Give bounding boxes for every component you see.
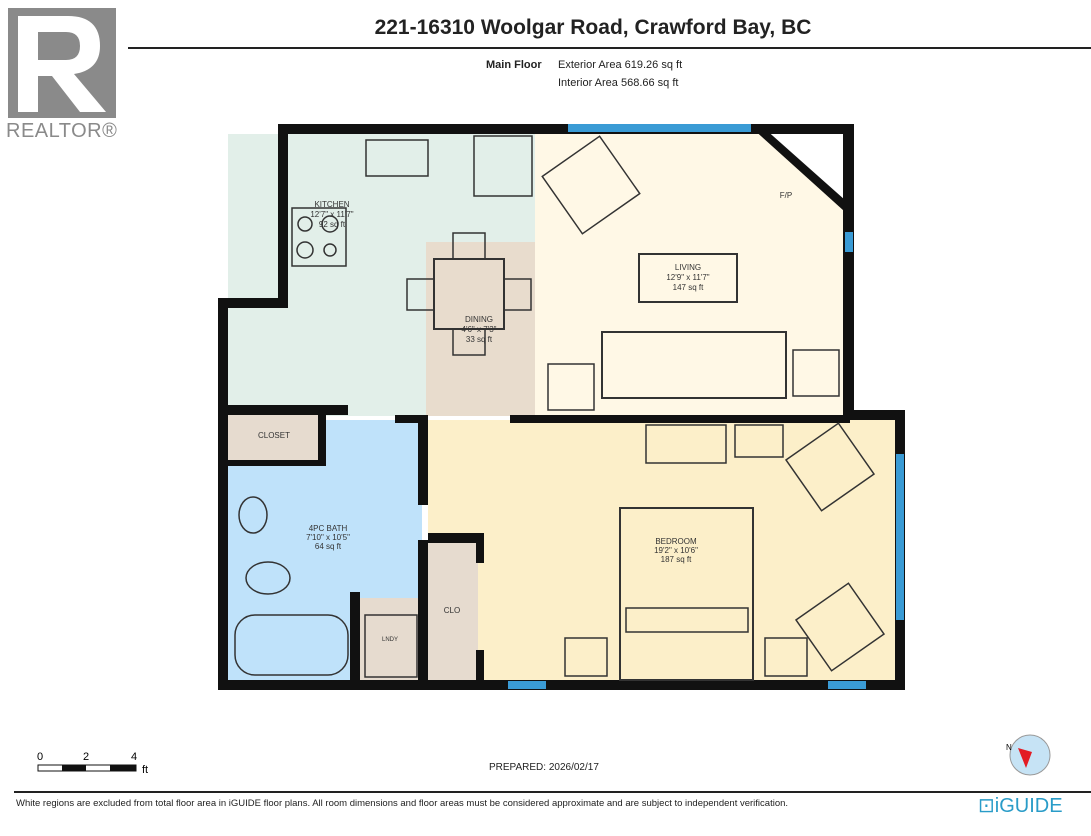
scale-bar: 0 2 4 ft <box>37 751 148 776</box>
closet-name: CLOSET <box>258 431 290 440</box>
fixtures <box>234 135 886 681</box>
living-area-text: 147 sq ft <box>673 283 704 292</box>
bedroom-name: BEDROOM <box>655 537 697 546</box>
bed <box>619 507 754 681</box>
iguide-wordmark: iGUIDE <box>994 795 1063 817</box>
living-name: LIVING <box>675 263 701 272</box>
disclaimer: White regions are excluded from total fl… <box>16 798 789 809</box>
sofa <box>601 331 787 399</box>
bedroom-dims: 19'2" x 10'6" <box>654 546 698 555</box>
fireplace-label: F/P <box>780 191 792 200</box>
sink <box>365 139 429 177</box>
compass-icon: N <box>1006 734 1051 776</box>
bath-area-text: 64 sq ft <box>315 542 342 551</box>
clo-name: CLO <box>444 606 460 615</box>
fridge <box>473 135 533 197</box>
walls <box>218 124 905 690</box>
realtor-wordmark: REALTOR® <box>6 120 118 142</box>
bathtub <box>234 614 349 676</box>
living-dims: 12'9" x 11'7" <box>666 273 709 282</box>
divider <box>128 47 1091 49</box>
iguide-icon: ⊡ <box>978 795 995 817</box>
dining-area-text: 33 sq ft <box>466 335 493 344</box>
vanity-sink <box>238 496 268 534</box>
bath-dims: 7'10" x 10'5" <box>306 533 350 542</box>
prepared-date: PREPARED: 2026/02/17 <box>489 762 599 773</box>
scale-unit: ft <box>142 764 148 776</box>
kitchen-dims: 12'7" x 11'7" <box>310 210 353 219</box>
floor-label: Main Floor <box>486 59 542 71</box>
windows <box>508 124 904 689</box>
laundry-area <box>358 598 420 682</box>
kitchen-name: KITCHEN <box>314 200 349 209</box>
bedroom-area-text: 187 sq ft <box>661 555 692 564</box>
interior-area: Interior Area 568.66 sq ft <box>558 77 679 89</box>
toilet <box>245 561 291 595</box>
laundry-name: LNDY <box>382 637 398 643</box>
iguide-logo: ⊡iGUIDE <box>978 793 1063 818</box>
compass-north: N <box>1006 743 1012 752</box>
clo-area <box>428 540 478 682</box>
scale-tick-4: 4 <box>131 751 137 763</box>
bath-name: 4PC BATH <box>309 524 348 533</box>
armchair <box>541 135 641 235</box>
scale-tick-0: 0 <box>37 751 43 763</box>
dining-name: DINING <box>465 315 493 324</box>
stove <box>291 207 347 267</box>
laundry-unit <box>364 614 418 678</box>
closet-area <box>228 412 318 462</box>
page-title: 221-16310 Woolgar Road, Crawford Bay, BC <box>374 16 812 39</box>
kitchen-area-text: 92 sq ft <box>319 220 346 229</box>
dining-dims: 4'6" x 7'3" <box>462 325 497 334</box>
realtor-logo <box>8 8 116 118</box>
divider <box>14 791 1091 793</box>
living-label-box <box>638 253 738 303</box>
exterior-area: Exterior Area 619.26 sq ft <box>558 59 683 71</box>
scale-tick-2: 2 <box>83 751 89 763</box>
